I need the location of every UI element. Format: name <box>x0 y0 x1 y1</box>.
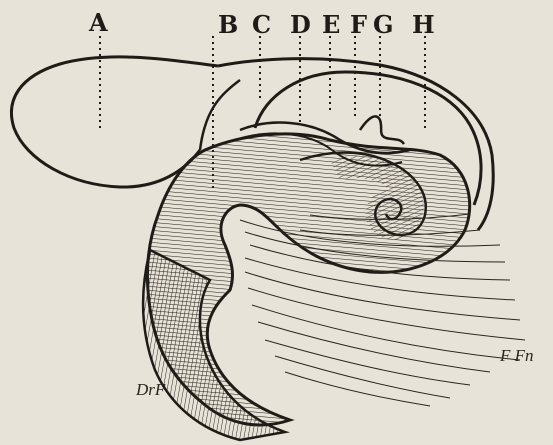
label-a: A <box>89 8 108 37</box>
g-notch <box>360 116 404 144</box>
label-f: F <box>350 10 367 39</box>
label-c: C <box>252 10 271 39</box>
label-bottom-right: F Fn <box>500 346 534 366</box>
label-h: H <box>412 10 435 39</box>
label-b: B <box>218 10 238 39</box>
label-e: E <box>322 10 340 39</box>
label-bottom-left: DrF <box>136 380 165 400</box>
label-g: G <box>373 10 394 39</box>
label-d: D <box>290 10 311 39</box>
